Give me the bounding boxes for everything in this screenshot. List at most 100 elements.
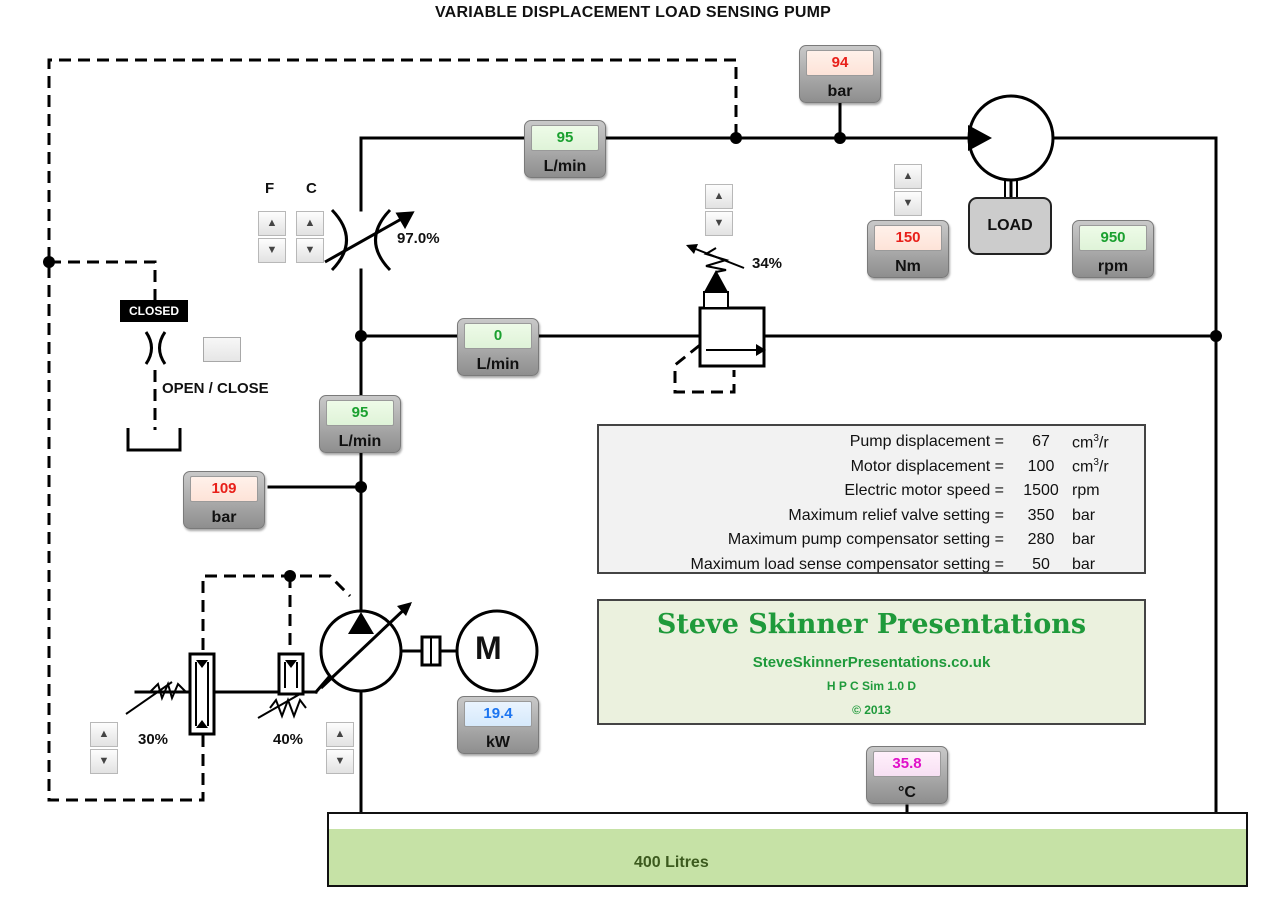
bleed-orifice-symbol (144, 331, 167, 365)
relief-valve-symbol (686, 244, 766, 368)
orifice-fine-up-button[interactable]: ▲ (258, 211, 286, 236)
parameters-table: Pump displacement = 67 cm3/r Motor displ… (599, 430, 1132, 577)
pressure-gauge-top-unit: bar (827, 83, 853, 100)
parameter-unit: bar (1072, 506, 1096, 524)
pump-compensator-label: 30% (138, 731, 169, 748)
table-row: Motor displacement = 100 cm3/r (599, 455, 1132, 480)
electric-motor-symbol (455, 609, 539, 693)
relief-setting-down-button[interactable]: ▼ (705, 211, 733, 236)
parameter-label: Electric motor speed = (844, 482, 1004, 500)
relief-setting-label: 34% (752, 255, 783, 272)
flow-gauge-pump: 95 L/min (319, 395, 401, 453)
motor-speed-gauge: 950 rpm (1072, 220, 1154, 278)
bleed-valve-status-badge: CLOSED (120, 300, 188, 322)
flow-gauge-top-value: 95 (531, 125, 599, 151)
parameter-value: 100 (1027, 457, 1055, 475)
table-row: Maximum pump compensator setting = 280 b… (599, 528, 1132, 553)
credit-panel: Steve Skinner Presentations SteveSkinner… (597, 599, 1146, 725)
parameter-value: 280 (1027, 531, 1055, 549)
orifice-fine-down-button[interactable]: ▼ (258, 238, 286, 263)
parameter-label: Maximum pump compensator setting = (727, 531, 1004, 549)
version-label: H P C Sim 1.0 D (826, 679, 917, 693)
variable-pump-symbol (319, 602, 456, 693)
torque-gauge-value: 150 (874, 225, 942, 251)
orifice-coarse-up-button[interactable]: ▲ (296, 211, 324, 236)
parameter-label: Motor displacement = (850, 457, 1004, 475)
load-sense-pilot-line (47, 58, 738, 802)
motor-speed-gauge-unit: rpm (1097, 258, 1129, 275)
orifice-opening-label: 97.0% (397, 230, 440, 247)
power-gauge: 19.4 kW (457, 696, 539, 754)
load-button[interactable]: LOAD (968, 197, 1052, 255)
torque-gauge: 150 Nm (867, 220, 949, 278)
pump-compensator-down-button[interactable]: ▼ (90, 749, 118, 774)
orifice-coarse-down-button[interactable]: ▼ (296, 238, 324, 263)
temperature-gauge: 35.8 °C (866, 746, 948, 804)
load-sense-compensator-symbol (257, 652, 307, 719)
table-row: Pump displacement = 67 cm3/r (599, 430, 1132, 455)
relief-drain-line (673, 343, 736, 394)
orifice-fine-spinner[interactable]: ▲ ▼ (258, 211, 286, 263)
parameter-unit: bar (1072, 555, 1096, 573)
compensator-pilot-line (201, 574, 352, 650)
parameter-unit: bar (1072, 531, 1096, 549)
tank-volume-label: 400 Litres (634, 854, 709, 871)
flow-gauge-top: 95 L/min (524, 120, 606, 178)
pressure-gauge-pump: 109 bar (183, 471, 265, 529)
pressure-compensator-symbol (125, 652, 216, 736)
motor-speed-gauge-value: 950 (1079, 225, 1147, 251)
pressure-gauge-pump-value: 109 (190, 476, 258, 502)
parameter-value: 50 (1032, 555, 1050, 573)
pressure-gauge-pump-unit: bar (211, 509, 237, 526)
load-torque-down-button[interactable]: ▼ (894, 191, 922, 216)
open-close-label: OPEN / CLOSE (162, 380, 269, 397)
parameter-label: Pump displacement = (849, 433, 1004, 451)
pressure-gauge-top: 94 bar (799, 45, 881, 103)
temperature-gauge-value: 35.8 (873, 751, 941, 777)
load-sense-compensator-label: 40% (273, 731, 304, 748)
website-link[interactable]: SteveSkinnerPresentations.co.uk (752, 654, 991, 671)
flow-gauge-relief-value: 0 (464, 323, 532, 349)
load-sense-compensator-down-button[interactable]: ▼ (326, 749, 354, 774)
table-row: Maximum relief valve setting = 350 bar (599, 504, 1132, 529)
electric-motor-label: M (475, 630, 502, 666)
pressure-gauge-top-value: 94 (806, 50, 874, 76)
oil-level (329, 829, 1246, 885)
coarse-label: C (306, 180, 317, 197)
relief-setting-spinner[interactable]: ▲ ▼ (705, 184, 733, 236)
parameter-unit: cm3/r (1072, 457, 1109, 476)
power-gauge-unit: kW (486, 734, 510, 751)
table-row: Maximum load sense compensator setting =… (599, 553, 1132, 578)
page-title: VARIABLE DISPLACEMENT LOAD SENSING PUMP (435, 4, 831, 21)
open-close-toggle[interactable] (203, 337, 241, 362)
bleed-line-upper (49, 260, 157, 300)
flow-gauge-pump-unit: L/min (338, 433, 382, 450)
load-sense-compensator-spinner[interactable]: ▲ ▼ (326, 722, 354, 774)
table-row: Electric motor speed = 1500 rpm (599, 479, 1132, 504)
parameter-unit: cm3/r (1072, 432, 1109, 451)
parameter-value: 1500 (1023, 482, 1059, 500)
power-gauge-value: 19.4 (464, 701, 532, 727)
flow-gauge-top-unit: L/min (543, 158, 587, 175)
author-name: Steve Skinner Presentations (656, 609, 1087, 640)
parameter-unit: rpm (1072, 482, 1100, 500)
pump-compensator-spinner[interactable]: ▲ ▼ (90, 722, 118, 774)
load-torque-spinner[interactable]: ▲ ▼ (894, 164, 922, 216)
parameter-value: 350 (1027, 506, 1055, 524)
parameters-panel: Pump displacement = 67 cm3/r Motor displ… (597, 424, 1146, 574)
load-sense-compensator-up-button[interactable]: ▲ (326, 722, 354, 747)
flow-gauge-relief-unit: L/min (476, 356, 520, 373)
flow-gauge-relief: 0 L/min (457, 318, 539, 376)
orifice-coarse-spinner[interactable]: ▲ ▼ (296, 211, 324, 263)
hydraulic-motor-symbol (967, 94, 1055, 182)
oil-tank: 400 Litres (327, 812, 1248, 887)
pump-compensator-up-button[interactable]: ▲ (90, 722, 118, 747)
parameter-label: Maximum relief valve setting = (788, 506, 1004, 524)
parameter-value: 67 (1032, 433, 1050, 451)
relief-setting-up-button[interactable]: ▲ (705, 184, 733, 209)
drain-tank-symbol (126, 428, 182, 452)
copyright-label: © 2013 (852, 703, 891, 717)
load-torque-up-button[interactable]: ▲ (894, 164, 922, 189)
fine-label: F (265, 180, 275, 197)
